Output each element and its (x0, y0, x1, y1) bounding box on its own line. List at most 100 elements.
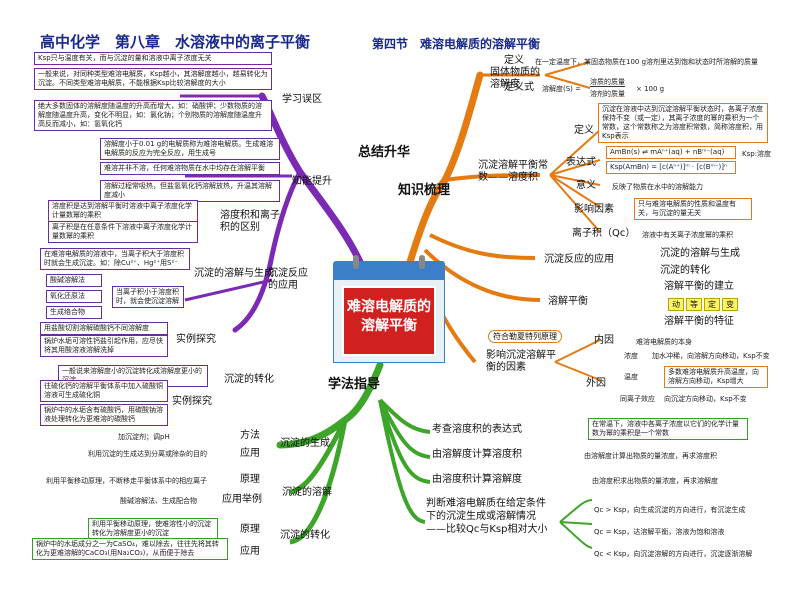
experiment-label: 实例探究 (176, 334, 216, 345)
knowledge-branch-label: 知识梳理 (398, 183, 451, 198)
ksp-vs-s-note-1: 溶度积是达到溶解平衡时溶液中离子浓度化学计量数幂的乘积 (48, 200, 198, 223)
judge-label-3: ——比较Qc与Ksp相对大小 (426, 524, 548, 535)
knowledge-up-label: 知能提升 (292, 176, 332, 187)
convert-app-label: 应用 (240, 546, 260, 557)
knowledge-up-note-1: 溶解度小于0.01 g的电解质称为难溶电解质。生成难溶电解质的反应为完全反应，用… (100, 138, 280, 161)
conv-note-2: 锅炉中的水垢含有硫酸钙，用碳酸钠溶液处理转化为更难溶的碳酸钙 (40, 404, 168, 427)
traits-label: 溶解平衡的特征 (664, 316, 734, 327)
ksp-def-text: 沉淀在溶液中达到沉淀溶解平衡状态时，各离子浓度保持不变（或一定），其离子浓度的幂… (598, 103, 768, 144)
calendar-body: 难溶电解质的溶解平衡 (333, 279, 445, 363)
ksp-vs-s-note-2: 离子积是在任意条件下溶液中离子浓度化学计量数幂的乘积 (48, 221, 198, 244)
solubility-def-text: 在一定温度下，某固态物质在100 g溶剂里达到饱和状态时所溶解的质量 (535, 58, 759, 66)
convert-principle-text: 利用平衡移动原理，使难溶性小的沉淀转化为溶解度更小的沉淀 (88, 518, 218, 541)
generate-method-text: 加沉淀剂；调pH (118, 433, 170, 441)
generate-app-text: 利用沉淀的生成达到分离或除杂的目的 (88, 450, 207, 458)
judge-case-3: Qc < Ksp，向沉淀溶解的方向进行，沉淀逐渐溶解 (594, 550, 753, 558)
calendar-header (333, 261, 445, 279)
common-ion-label: 同离子效应 (620, 395, 655, 403)
study-note-1: Ksp只与温度有关，而与沉淀的量和溶液中离子浓度无关 (34, 52, 272, 66)
study-note-3: 绝大多数固体的溶解度随温度的升高而增大，如：硝酸钾；少数物质的溶解度随温度升高，… (34, 100, 272, 132)
judge-label-1: 判断难溶电解质在给定条件 (426, 498, 546, 509)
dissolve-label: 沉淀的溶解 (282, 487, 332, 498)
ksp-vs-s-label: 溶度积和离子积的区别 (220, 210, 280, 233)
ksp-expr-1: AmBn(s) ⇌ mAⁿ⁺(aq) + nBᵐ⁻(aq) (606, 146, 736, 160)
conv-exp-label: 实例探究 (172, 396, 212, 407)
knowledge-branch-4 (423, 248, 541, 302)
le-chatelier-tag: 符合勒夏特列原理 (488, 330, 562, 343)
common-ion-text: 向沉淀方向移动，Ksp不变 (664, 395, 747, 403)
method-complex: 生成络合物 (46, 306, 102, 320)
qc-text: 溶液中有关离子浓度幂的乘积 (642, 231, 733, 239)
knowledge-app-item-2: 沉淀的转化 (660, 265, 710, 276)
formula-lhs: 溶解度(S) = (542, 85, 581, 93)
convert-app-text: 锅炉中的水垢成分之一为CaSO₄，难以除去，往往先将其转化为更难溶解的CaCO₃… (32, 538, 228, 561)
solubility-formula-label: 定义式 (504, 82, 534, 93)
solubility-sub-branches (544, 61, 591, 89)
ksp-meaning-label: 意义 (576, 180, 596, 191)
dissolve-principle-label: 原理 (240, 474, 260, 485)
concentration-text: 加水冲稀，向溶解方向移动，Ksp不变 (652, 352, 770, 360)
method-item-3-a: 由溶度积求出物质的量浓度，再求溶解度 (592, 477, 718, 485)
equilibrium-label: 溶解平衡 (548, 296, 588, 307)
ksp-factor-text: 只与难溶电解质的性质和温度有关，与沉淀的量无关 (634, 198, 752, 221)
method-branch-8 (559, 499, 593, 549)
summary-branch-5 (184, 278, 273, 302)
method-branch-7 (378, 399, 426, 524)
summary-branch-2 (232, 169, 303, 333)
judge-case-2: Qc = Ksp，达溶解平衡，溶液为饱和溶液 (594, 528, 725, 536)
knowledge-up-note-2: 难溶并非不溶，任何难溶物质在水中均存在溶解平衡 (100, 162, 280, 176)
center-label: 难溶电解质的溶解平衡 (347, 299, 431, 334)
solid-solubility-label: 固体物质的溶解度 (490, 67, 540, 90)
method-branch-label: 学法指导 (328, 377, 381, 392)
generate-method-label: 方法 (240, 430, 260, 441)
exp-note-2: 锅炉水垢可溶性钙盐引起作用，应尽快将其用酸溶液溶解洗掉 (40, 335, 168, 358)
method-item-3-q: 由溶度积计算溶解度 (432, 474, 522, 485)
trait-1: 动 (668, 298, 684, 311)
formula-numerator: 溶质的质量 (590, 78, 625, 88)
convert-label: 沉淀的转化 (280, 530, 330, 541)
formula-tail: × 100 g (636, 85, 665, 93)
ksp-meaning-text: 反映了物质在水中的溶解能力 (612, 183, 703, 191)
page-title: 高中化学 第八章 水溶液中的离子平衡 (40, 33, 311, 51)
trait-3: 定 (704, 298, 720, 311)
method-branch-4 (378, 398, 431, 434)
study-note-2: 一般来说，对同种类型难溶电解质，Ksp越小，其溶解度越小，越易转化为沉淀。不同类… (34, 68, 272, 91)
generate-app-label: 应用 (240, 448, 260, 459)
method-redox: 氧化还原法 (46, 290, 102, 304)
summary-branch-label: 总结升华 (358, 145, 411, 160)
exp-note-1: 用盐酸切割溶解碳酸钙不同溶解度 (40, 322, 168, 336)
concentration-label: 浓度 (624, 352, 638, 360)
knowledge-app-label: 沉淀反应的应用 (544, 254, 614, 265)
dissolve-example-text: 酸碱溶解法、生成配合物 (120, 497, 197, 505)
center-panel: 难溶电解质的溶解平衡 (342, 286, 436, 356)
study-zone-label: 学习误区 (282, 94, 322, 105)
factor-sub-branches (554, 339, 601, 381)
method-branch-5 (378, 399, 431, 459)
method-item-1-q: 考查溶度积的表达式 (432, 424, 522, 435)
temperature-text: 多数难溶电解质升高温度，向溶解方向移动，Ksp增大 (664, 366, 768, 389)
internal-text: 难溶电解质的本身 (636, 338, 692, 346)
dissolve-note: 当离子积小于溶度积时，就会使沉淀溶解 (112, 286, 184, 309)
dissolve-example-label: 应用举例 (222, 494, 262, 505)
judge-label-2: 下的沉淀生成或溶解情况 (426, 511, 536, 522)
method-branch-2 (289, 418, 348, 495)
center-topic: 难溶电解质的溶解平衡 (333, 255, 445, 363)
knowledge-app-item-1: 沉淀的溶解与生成 (660, 248, 740, 259)
method-item-2-q: 由溶解度计算溶度积 (432, 449, 522, 460)
ksp-expr-label: 表达式 (566, 157, 596, 168)
qc-label: 离子积（Qc） (572, 228, 636, 239)
external-label: 外因 (586, 378, 606, 389)
ksp-expr-note: Ksp:溶度 (742, 150, 772, 158)
ksp-sub-branches (549, 129, 601, 233)
conversion-label: 沉淀的转化 (224, 374, 274, 385)
dissolve-form-label: 沉淀的溶解与生成 (194, 268, 274, 279)
calendar-ring-icon (419, 255, 425, 269)
method-acid-base: 酸碱溶解法 (46, 274, 102, 288)
convert-principle-label: 原理 (240, 524, 260, 535)
method-branch-6 (378, 399, 431, 484)
ksp-label: 沉淀溶解平衡常数——溶度积 (478, 160, 548, 183)
precip-app-label: 沉淀反应的应用 (268, 268, 308, 291)
precip-note-1: 在难溶电解质的溶液中，当离子积大于溶度积时就会生成沉淀。如：除Cu²⁺、Hg²⁺… (40, 248, 190, 271)
judge-case-1: Qc > Ksp，向生成沉淀的方向进行，有沉淀生成 (594, 506, 746, 514)
